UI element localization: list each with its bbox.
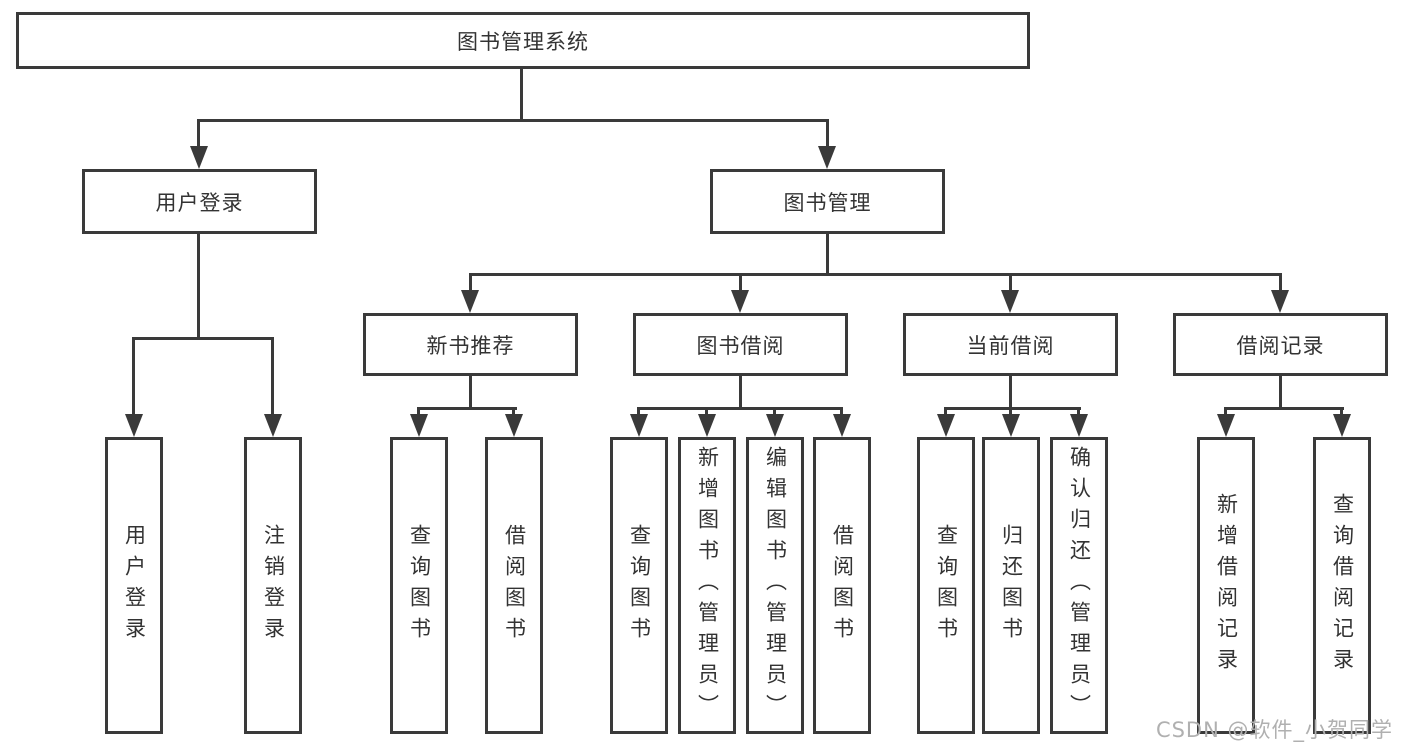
connector-line xyxy=(826,119,829,151)
leaf-recommend-query-books: 查询图书 xyxy=(390,437,448,734)
leaf-records-add-borrow-record: 新增借阅记录 xyxy=(1197,437,1255,734)
connector-line xyxy=(944,407,1081,410)
leaf-label: 编辑图书（管理员） xyxy=(763,446,788,725)
leaf-logout: 注销登录 xyxy=(244,437,302,734)
leaf-label: 借阅图书 xyxy=(830,523,855,648)
node-label: 用户登录 xyxy=(155,190,244,215)
arrow-down-icon xyxy=(190,146,208,169)
leaf-label: 确认归还（管理员） xyxy=(1067,446,1092,725)
connector-line xyxy=(132,337,274,340)
node-book-management: 图书管理 xyxy=(710,169,945,234)
node-label: 借阅记录 xyxy=(1236,333,1325,358)
leaf-label: 新增借阅记录 xyxy=(1214,492,1239,679)
connector-line xyxy=(739,376,742,410)
node-label: 当前借阅 xyxy=(966,333,1055,358)
arrow-down-icon xyxy=(1002,414,1020,437)
leaf-label: 注销登录 xyxy=(261,523,286,648)
leaf-current-return-books: 归还图书 xyxy=(982,437,1040,734)
connector-line xyxy=(1077,407,1080,419)
arrow-down-icon xyxy=(630,414,648,437)
connector-line xyxy=(637,407,843,410)
arrow-down-icon xyxy=(833,414,851,437)
connector-line xyxy=(1009,407,1012,419)
leaf-user-login: 用户登录 xyxy=(105,437,163,734)
arrow-down-icon xyxy=(731,290,749,313)
connector-line xyxy=(512,407,515,419)
leaf-label: 新增图书（管理员） xyxy=(695,446,720,725)
connector-line xyxy=(1224,407,1227,419)
leaf-label: 归还图书 xyxy=(999,523,1024,648)
connector-line xyxy=(1009,376,1012,410)
arrow-down-icon xyxy=(461,290,479,313)
arrow-down-icon xyxy=(125,414,143,437)
connector-line xyxy=(826,234,829,273)
arrow-down-icon xyxy=(1217,414,1235,437)
connector-line xyxy=(132,337,135,419)
leaf-records-query-borrow-record: 查询借阅记录 xyxy=(1313,437,1371,734)
node-root-library-system: 图书管理系统 xyxy=(16,12,1030,69)
arrow-down-icon xyxy=(766,414,784,437)
connector-line xyxy=(944,407,947,419)
connector-line xyxy=(705,407,708,419)
connector-line xyxy=(417,407,517,410)
leaf-recommend-borrow-books: 借阅图书 xyxy=(485,437,543,734)
leaf-borrow-query-books: 查询图书 xyxy=(610,437,668,734)
arrow-down-icon xyxy=(505,414,523,437)
arrow-down-icon xyxy=(410,414,428,437)
node-book-borrow: 图书借阅 xyxy=(633,313,848,376)
connector-line xyxy=(520,68,523,119)
leaf-current-query-books: 查询图书 xyxy=(917,437,975,734)
connector-line xyxy=(1340,407,1343,419)
node-label: 新书推荐 xyxy=(426,333,515,358)
leaf-label: 查询图书 xyxy=(407,523,432,648)
connector-line xyxy=(1279,273,1282,293)
node-label: 图书借阅 xyxy=(696,333,785,358)
leaf-label: 查询图书 xyxy=(627,523,652,648)
connector-line xyxy=(197,119,200,151)
connector-line xyxy=(197,234,200,337)
connector-line xyxy=(271,337,274,419)
leaf-borrow-add-books-admin: 新增图书（管理员） xyxy=(678,437,736,734)
arrow-down-icon xyxy=(937,414,955,437)
leaf-borrow-borrow-books: 借阅图书 xyxy=(813,437,871,734)
arrow-down-icon xyxy=(1333,414,1351,437)
node-label: 图书管理系统 xyxy=(457,29,589,54)
connector-line xyxy=(1009,273,1012,293)
connector-line xyxy=(197,119,829,122)
csdn-watermark: CSDN @软件_小贺同学 xyxy=(1155,718,1393,742)
arrow-down-icon xyxy=(818,146,836,169)
node-label: 图书管理 xyxy=(783,190,872,215)
leaf-label: 借阅图书 xyxy=(502,523,527,648)
node-new-book-recommend: 新书推荐 xyxy=(363,313,578,376)
connector-line xyxy=(773,407,776,419)
node-current-borrow: 当前借阅 xyxy=(903,313,1118,376)
arrow-down-icon xyxy=(1070,414,1088,437)
connector-line xyxy=(469,376,472,410)
leaf-label: 查询借阅记录 xyxy=(1330,492,1355,679)
leaf-borrow-edit-books-admin: 编辑图书（管理员） xyxy=(746,437,804,734)
connector-line xyxy=(469,273,472,293)
connector-line xyxy=(1224,407,1344,410)
node-user-login: 用户登录 xyxy=(82,169,317,234)
arrow-down-icon xyxy=(698,414,716,437)
leaf-label: 用户登录 xyxy=(122,523,147,648)
leaf-current-confirm-return-admin: 确认归还（管理员） xyxy=(1050,437,1108,734)
arrow-down-icon xyxy=(1271,290,1289,313)
arrow-down-icon xyxy=(1001,290,1019,313)
connector-line xyxy=(637,407,640,419)
node-borrow-records: 借阅记录 xyxy=(1173,313,1388,376)
connector-line xyxy=(469,273,1281,276)
connector-line xyxy=(417,407,420,419)
arrow-down-icon xyxy=(264,414,282,437)
connector-line xyxy=(840,407,843,419)
connector-line xyxy=(1279,376,1282,410)
connector-line xyxy=(739,273,742,293)
leaf-label: 查询图书 xyxy=(934,523,959,648)
